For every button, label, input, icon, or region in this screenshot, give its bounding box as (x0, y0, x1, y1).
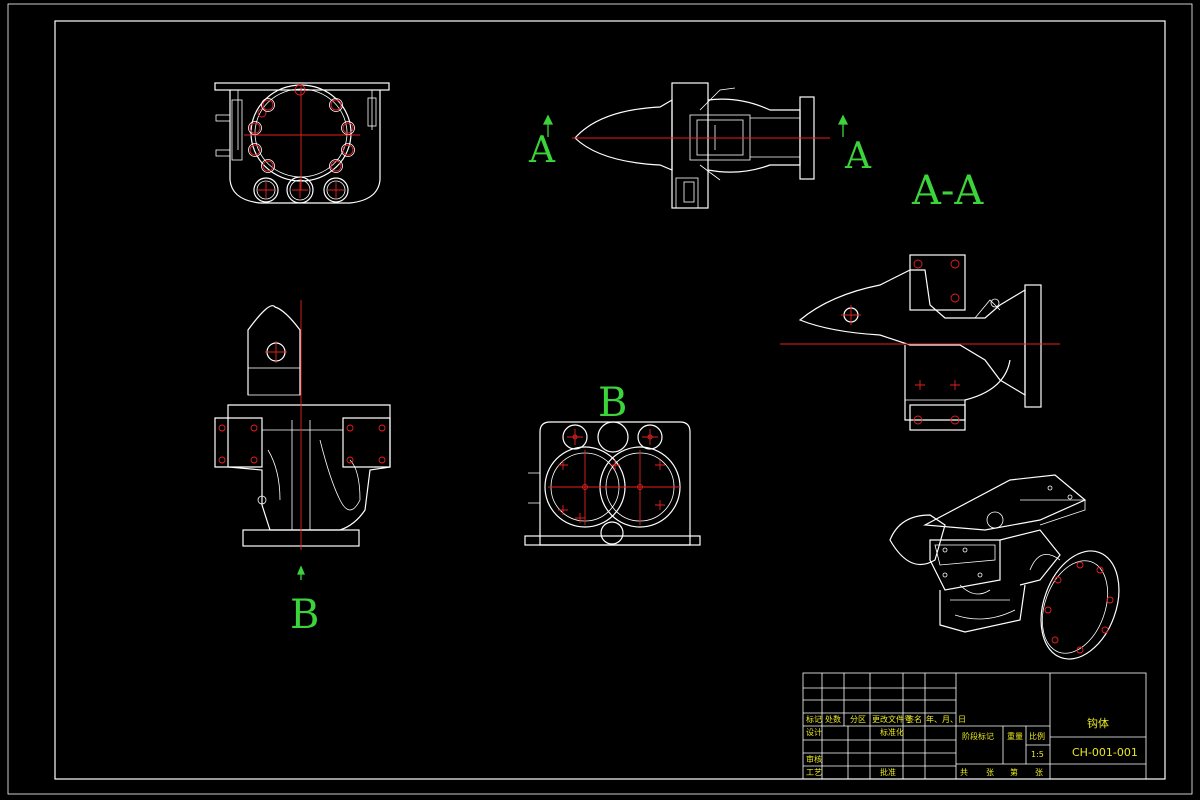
rev-header-5: 签名 (906, 714, 922, 724)
rev-header-3: 分区 (850, 715, 866, 724)
title-block: 标记 处数 分区 更改文件号 签名 年、月、日 设计 标准化 审核 工艺 批准 … (802, 672, 1147, 780)
sheet-total: 共 (960, 768, 968, 777)
section-view-aa (780, 254, 1060, 431)
rev-header-4: 更改文件号 (872, 714, 912, 724)
side-view-top: A A (528, 82, 872, 209)
drawing-number: CH-001-001 (1072, 746, 1138, 759)
review-label: 审核 (806, 754, 822, 764)
part-name: 钩体 (1087, 716, 1109, 730)
sheet-unit-2: 张 (1035, 768, 1043, 777)
isometric-view (889, 474, 1120, 660)
view-title-b: B (598, 380, 627, 426)
scale-value: 1:5 (1031, 750, 1044, 759)
designer-label: 设计 (806, 727, 822, 737)
section-title-aa: A-A (911, 168, 984, 214)
outer-border (7, 3, 1193, 795)
scale-label: 比例 (1029, 731, 1045, 741)
side-view-middle-left: B (214, 300, 391, 638)
view-b: B (524, 380, 701, 546)
rev-header-1: 标记 (806, 714, 822, 724)
sheet-unit-1: 张 (986, 768, 994, 777)
view-arrow-label-b: B (290, 592, 319, 638)
stage-label: 阶段标记 (962, 731, 994, 741)
section-label-right: A (844, 136, 872, 177)
section-label-left: A (528, 130, 556, 171)
standard-label: 标准化 (880, 727, 904, 737)
approve-label: 批准 (880, 767, 896, 777)
rev-header-2: 处数 (825, 714, 841, 724)
weight-label: 重量 (1007, 731, 1023, 741)
inner-border (54, 20, 1166, 780)
process-label: 工艺 (806, 768, 822, 777)
front-view-top-left (214, 82, 390, 204)
rev-header-6: 年、月、日 (926, 714, 966, 724)
sheet-index: 第 (1010, 767, 1018, 777)
